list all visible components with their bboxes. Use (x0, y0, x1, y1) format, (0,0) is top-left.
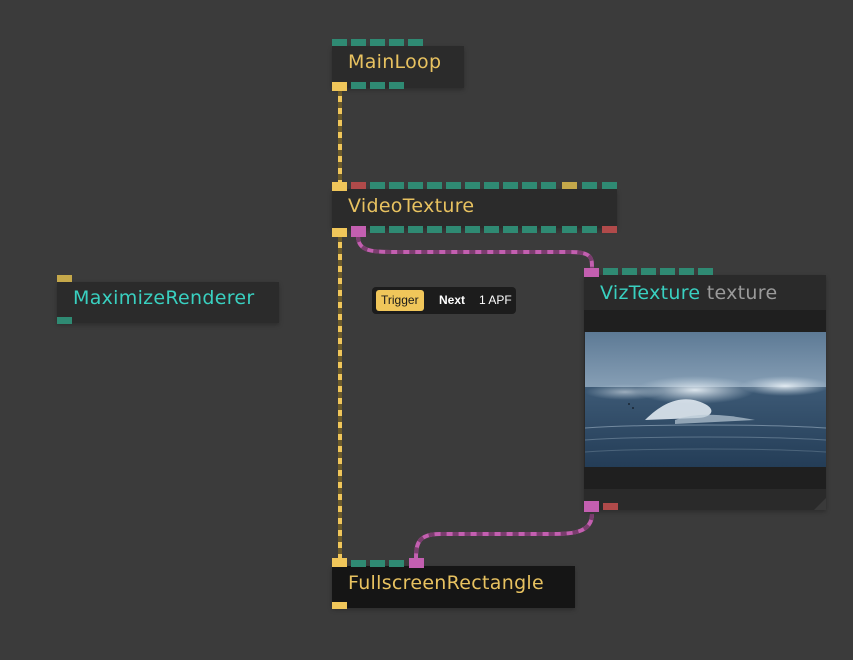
output-port[interactable] (603, 503, 618, 510)
input-port[interactable] (332, 39, 347, 46)
input-port[interactable] (641, 268, 656, 275)
apf-label: 1 APF (479, 293, 512, 307)
input-port[interactable] (503, 182, 518, 189)
output-port[interactable] (370, 82, 385, 89)
node-title-subtitle: texture (706, 282, 778, 304)
texture-preview-image (585, 332, 826, 467)
input-port[interactable] (602, 182, 617, 189)
input-port[interactable] (57, 275, 72, 282)
input-port[interactable] (389, 39, 404, 46)
input-port[interactable] (427, 182, 442, 189)
input-port[interactable] (370, 560, 385, 567)
preview-frame (584, 310, 826, 332)
node-maximizerenderer[interactable]: MaximizeRenderer (57, 275, 279, 325)
node-body (332, 566, 575, 608)
input-port[interactable] (698, 268, 713, 275)
trigger-output-port[interactable] (332, 602, 347, 609)
wire-viztexture-fullscreen[interactable] (414, 513, 594, 559)
node-title: MainLoop (348, 51, 442, 73)
input-port[interactable] (351, 39, 366, 46)
output-port[interactable] (351, 82, 366, 89)
output-port[interactable] (484, 226, 499, 233)
resize-handle[interactable] (814, 498, 826, 510)
node-videotexture[interactable]: VideoTexture (332, 182, 617, 237)
texture-input-port[interactable] (409, 558, 424, 568)
output-port[interactable] (503, 226, 518, 233)
input-port[interactable] (679, 268, 694, 275)
node-fullscreenrectangle[interactable]: FullscreenRectangle (332, 558, 575, 610)
output-port[interactable] (582, 226, 597, 233)
next-label: Next (439, 293, 466, 307)
output-port[interactable] (389, 226, 404, 233)
node-title: MaximizeRenderer (73, 287, 255, 309)
input-port[interactable] (370, 39, 385, 46)
output-port[interactable] (389, 82, 404, 89)
trigger-input-port[interactable] (332, 182, 347, 191)
node-body (57, 282, 279, 323)
texture-output-port[interactable] (584, 501, 599, 512)
output-port[interactable] (427, 226, 442, 233)
input-port[interactable] (446, 182, 461, 189)
input-port[interactable] (484, 182, 499, 189)
trigger-output-port[interactable] (332, 228, 347, 237)
output-port[interactable] (602, 226, 617, 233)
trigger-output-port[interactable] (332, 82, 347, 91)
wire-videotexture-viztexture[interactable] (356, 235, 594, 269)
input-port[interactable] (408, 39, 423, 46)
node-mainloop[interactable]: MainLoop (332, 39, 464, 91)
output-port[interactable] (562, 226, 577, 233)
input-port[interactable] (660, 268, 675, 275)
node-title: VizTexture texture (600, 282, 777, 304)
input-port[interactable] (541, 182, 556, 189)
output-port[interactable] (541, 226, 556, 233)
output-port[interactable] (408, 226, 423, 233)
input-port[interactable] (351, 182, 366, 189)
input-port[interactable] (370, 182, 385, 189)
input-port[interactable] (351, 560, 366, 567)
input-port[interactable] (562, 182, 577, 189)
node-title-name: VizTexture (600, 282, 701, 304)
ocean-wave-image (585, 332, 826, 467)
output-port[interactable] (370, 226, 385, 233)
output-port[interactable] (522, 226, 537, 233)
node-title: VideoTexture (348, 195, 475, 217)
trigger-label: Trigger (376, 290, 424, 311)
trigger-input-port[interactable] (332, 558, 347, 567)
node-title: FullscreenRectangle (348, 572, 544, 594)
input-port[interactable] (582, 182, 597, 189)
node-body (332, 46, 464, 88)
input-port[interactable] (408, 182, 423, 189)
input-port[interactable] (389, 182, 404, 189)
preview-footer (584, 467, 826, 489)
output-port[interactable] (57, 317, 72, 324)
trigger-info-badge: Trigger Next 1 APF (372, 287, 516, 314)
input-port[interactable] (622, 268, 637, 275)
node-body (332, 189, 617, 228)
texture-output-port[interactable] (351, 226, 366, 237)
input-port[interactable] (389, 560, 404, 567)
input-port[interactable] (522, 182, 537, 189)
input-port[interactable] (603, 268, 618, 275)
input-port[interactable] (465, 182, 480, 189)
output-port[interactable] (465, 226, 480, 233)
texture-input-port[interactable] (584, 268, 599, 277)
output-port[interactable] (446, 226, 461, 233)
